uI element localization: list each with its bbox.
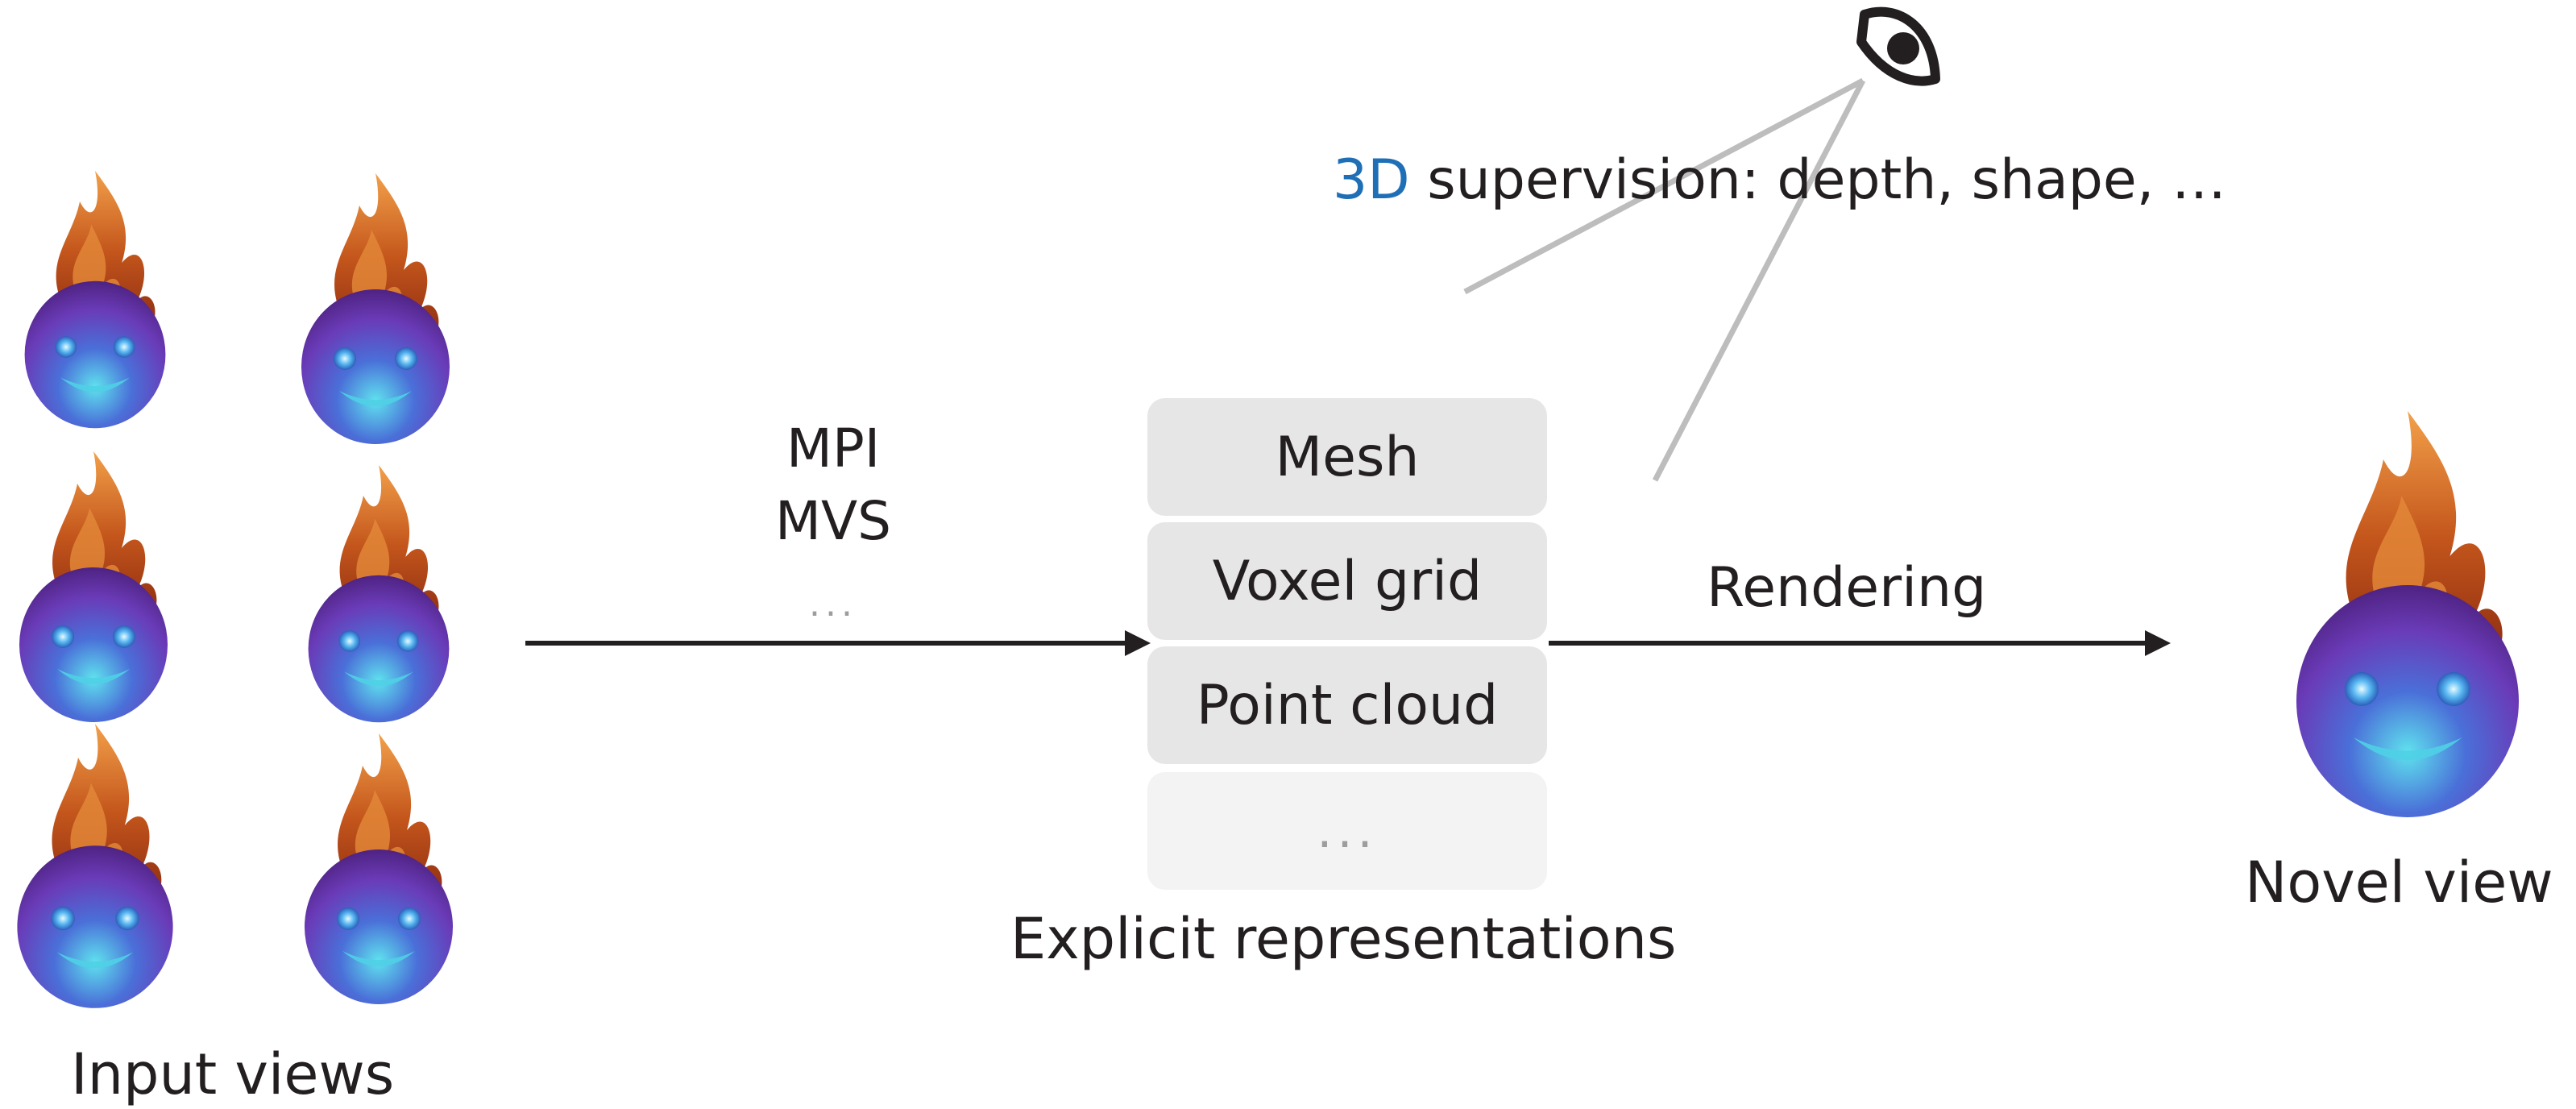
supervision-lines: [1463, 77, 1866, 482]
representation-more: ...: [1147, 772, 1547, 890]
input-view-2: [301, 173, 450, 444]
representations-caption: Explicit representations: [1010, 906, 1677, 972]
method-mvs: MVS: [775, 490, 891, 552]
rendering-label: Rendering: [1707, 556, 1987, 620]
eye-icon: [1856, 6, 1940, 86]
representation-label: Voxel grid: [1212, 549, 1483, 613]
supervision-text: supervision: depth, shape, …: [1427, 148, 2226, 212]
input-views-caption: Input views: [71, 1041, 395, 1107]
supervision-3d-prefix: 3D: [1333, 148, 1410, 212]
novel-view-image: [2296, 411, 2519, 817]
novel-view-caption: Novel view: [2245, 849, 2553, 916]
input-arrow: [525, 630, 1151, 656]
representation-label: Mesh: [1275, 425, 1420, 489]
method-mpi: MPI: [786, 417, 881, 480]
rendering-arrow: [1549, 630, 2171, 656]
input-view-1: [24, 170, 166, 429]
representation-label: Point cloud: [1196, 673, 1499, 737]
input-view-5: [17, 724, 173, 1008]
representation-mesh: Mesh: [1147, 398, 1547, 516]
representation-voxel-grid: Voxel grid: [1147, 522, 1547, 640]
input-view-3: [19, 451, 168, 722]
input-view-6: [305, 733, 453, 1004]
representation-point-cloud: Point cloud: [1147, 646, 1547, 764]
input-view-4: [308, 465, 450, 723]
supervision-label: 3D supervision: depth, shape, …: [1333, 153, 2226, 208]
methods-ellipsis: ...: [809, 584, 857, 625]
representation-label: ...: [1317, 803, 1378, 859]
